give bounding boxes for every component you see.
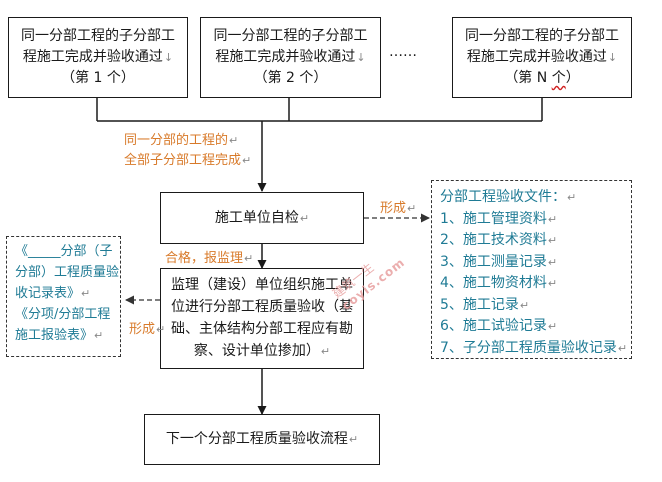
top-box-2-line3: （第 2 个） [253, 70, 328, 86]
records-line1: 《_____分部（子 [15, 244, 113, 259]
acceptance-box: 监理（建设）单位组织施工单 位进行分部工程质量验收（基 础、主体结构分部工程应有… [160, 268, 364, 369]
records-line5: 施工报验表》 [15, 328, 94, 343]
ellipsis: …… [389, 44, 417, 60]
next-process-text: 下一个分部工程质量验收流程 [165, 431, 348, 447]
form-label-left: 形成↵ [129, 322, 166, 337]
docs-title: 分部工程验收文件： [440, 189, 566, 205]
records-line4: 《分项/分部工程 [15, 307, 111, 322]
form-label-right: 形成↵ [380, 201, 417, 216]
docs-item-5: 5、施工记录 [440, 296, 519, 313]
top-box-n-line3-mark: 个 [551, 70, 566, 86]
pass-label-text: 合格，报监理 [165, 251, 244, 266]
top-box-n: 同一分部工程的子分部工 程施工完成并验收通过↓ （第 N 个） [452, 17, 632, 98]
pass-label: 合格，报监理↵ [165, 251, 254, 266]
docs-item-1: 1、施工管理资料 [440, 210, 547, 227]
merge-label-line2: 全部子分部工程完成 [124, 153, 242, 168]
top-box-n-line3-post: ） [565, 70, 580, 86]
self-check-box: 施工单位自检↵ [160, 192, 364, 244]
docs-item-7: 7、子分部工程质量验收记录 [440, 339, 617, 356]
form-label-left-text: 形成 [129, 322, 156, 337]
acceptance-line2: 位进行分部工程质量验收（基 [171, 299, 353, 315]
top-box-1-line2: 程施工完成并验收通过 [22, 49, 163, 65]
top-box-n-line1: 同一分部工程的子分部工 [465, 28, 619, 44]
records-line2: 分部）工程质量验 [15, 265, 120, 280]
top-box-1-line3: （第 1 个） [61, 70, 135, 86]
top-box-1: 同一分部工程的子分部工 程施工完成并验收通过↓ （第 1 个） [8, 17, 188, 98]
top-box-2: 同一分部工程的子分部工 程施工完成并验收通过↓ （第 2 个） [200, 17, 381, 98]
form-label-right-text: 形成 [380, 201, 407, 216]
merge-label: 同一分部的工程的↵ 全部子分部工程完成↵ [124, 133, 252, 168]
self-check-text: 施工单位自检 [214, 209, 299, 226]
next-process-box: 下一个分部工程质量验收流程↵ [144, 414, 380, 465]
top-box-1-line1: 同一分部工程的子分部工 [21, 28, 175, 44]
top-box-n-line2: 程施工完成并验收通过 [466, 49, 607, 65]
docs-item-6: 6、施工试验记录 [440, 318, 547, 334]
acceptance-documents-box: 分部工程验收文件：↵ 1、施工管理资料↵ 2、施工技术资料↵ 3、施工测量记录↵… [431, 180, 632, 359]
records-line3: 收记录表》 [15, 286, 81, 301]
quality-records-box: 《_____分部（子 分部）工程质量验 收记录表》↵ 《分项/分部工程 施工报验… [6, 236, 121, 357]
merge-label-line1: 同一分部的工程的 [124, 133, 229, 148]
top-box-n-line3-pre: （第 N [504, 70, 552, 86]
docs-item-3: 3、施工测量记录 [440, 253, 547, 270]
acceptance-line3: 础、主体结构分部工程应有勘 [171, 321, 353, 337]
top-box-2-line2: 程施工完成并验收通过 [215, 49, 356, 65]
docs-item-2: 2、施工技术资料 [440, 232, 547, 248]
top-box-2-line1: 同一分部工程的子分部工 [213, 28, 368, 44]
acceptance-line1: 监理（建设）单位组织施工单 [171, 277, 353, 293]
docs-item-4: 4、施工物资材料 [440, 275, 547, 291]
acceptance-line4: 察、设计单位掺加） [193, 343, 320, 359]
